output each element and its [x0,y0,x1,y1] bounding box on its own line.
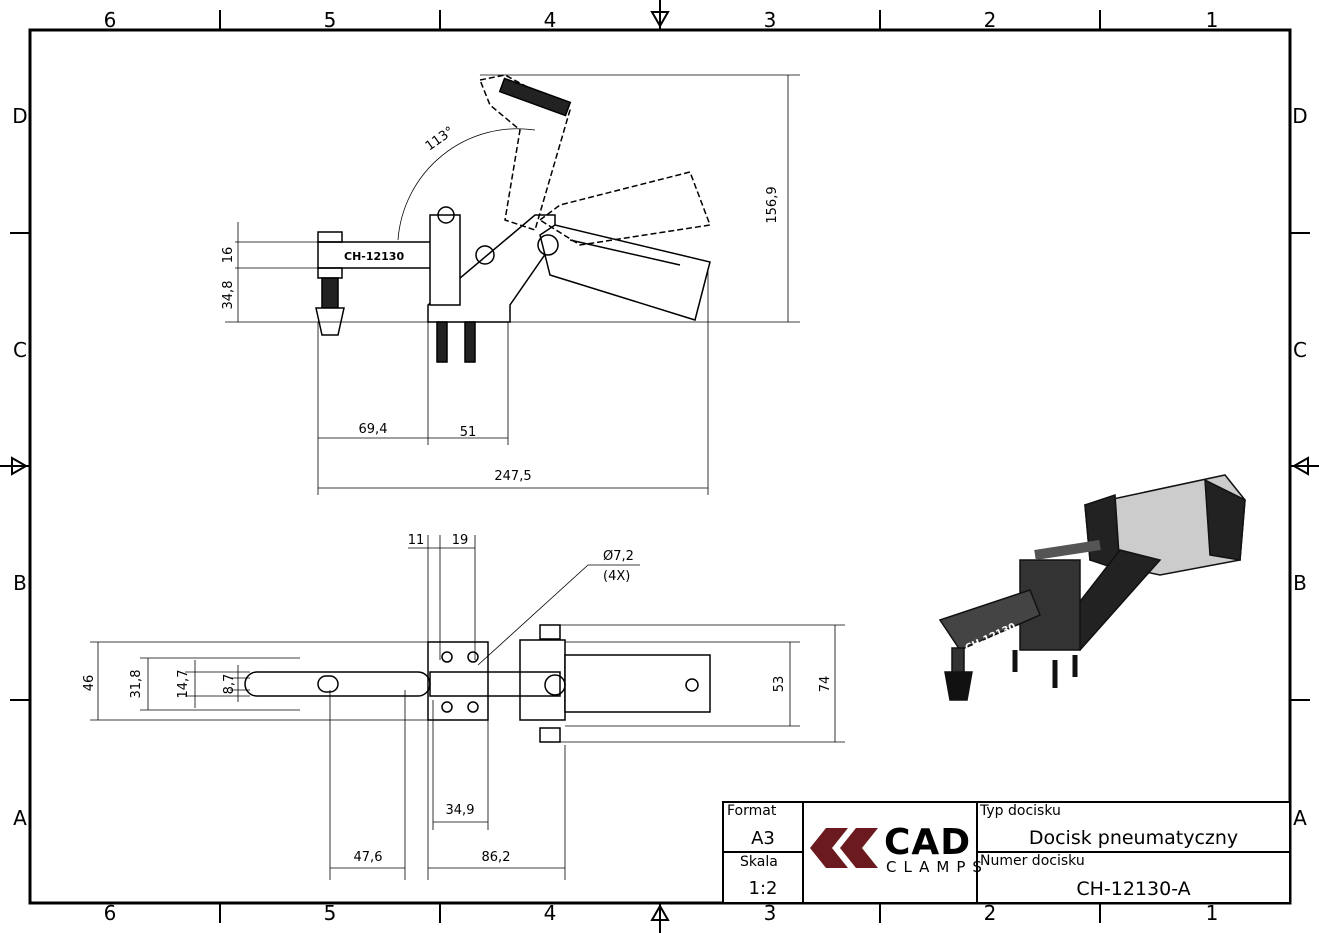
dim-8-7: 8,7 [222,674,237,695]
zone-row-left: B [13,571,27,595]
dim-74: 74 [818,676,833,693]
zone-column-bottom: 5 [324,901,337,925]
side-view-dims [225,74,800,495]
zone-row-left: A [13,806,27,830]
dim-11: 11 [408,533,425,548]
zone-column-bottom: 6 [104,901,117,925]
number-label: Numer docisku [980,853,1085,869]
logo-chevrons-icon [810,828,878,868]
number-value: CH-12130-A [1076,878,1191,900]
dim-53: 53 [772,676,787,693]
dim-34-9: 34,9 [446,803,475,818]
zone-row-right: B [1293,571,1307,595]
format-label: Format [727,803,777,819]
zone-row-left: D [12,104,27,128]
scale-value: 1:2 [748,878,778,899]
logo-sub-text: CLAMPS [886,858,989,876]
zone-column-top: 4 [544,8,557,32]
dim-overall-length: 247,5 [494,469,531,484]
zone-column-bottom: 1 [1206,901,1219,925]
dim-height-total: 156,9 [765,186,780,223]
zone-column-bottom: 3 [764,901,777,925]
zone-column-bottom: 4 [544,901,557,925]
zone-row-right: D [1292,104,1307,128]
zone-row-right: C [1293,338,1307,362]
drawing-frame [28,28,1292,905]
dim-19: 19 [452,533,469,548]
dim-base-offset: 69,4 [359,422,388,437]
angle-dimension: 113° [423,124,457,154]
zone-column-bottom: 2 [984,901,997,925]
scale-label: Skala [740,854,778,870]
zone-column-top: 6 [104,8,117,32]
type-label: Typ docisku [980,803,1061,819]
format-value: A3 [751,828,775,849]
logo-main-text: CAD [884,822,972,863]
zone-column-top: 5 [324,8,337,32]
type-value: Docisk pneumatyczny [1028,827,1239,849]
dim-arm-height: 34,8 [221,281,236,310]
dim-86-2: 86,2 [482,850,511,865]
dim-31-8: 31,8 [129,670,144,699]
part-label: CH-12130 [344,250,404,263]
dim-14-7: 14,7 [176,670,191,699]
dim-arm-thickness: 16 [221,247,236,264]
zone-column-top: 3 [764,8,777,32]
top-view-dims [90,535,845,880]
side-view [315,74,712,363]
zone-column-top: 2 [984,8,997,32]
dim-hole: Ø7,2 [603,549,634,564]
isometric-render [938,474,1246,701]
dim-hole-count: (4X) [603,569,630,584]
top-view [244,624,711,743]
dim-46: 46 [82,675,97,692]
zone-row-left: C [13,338,27,362]
cad-clamps-logo: CAD CLAMPS [806,822,982,882]
zone-row-right: A [1293,806,1307,830]
zone-column-top: 1 [1206,8,1219,32]
dim-base-width: 51 [460,425,477,440]
dim-47-6: 47,6 [354,850,383,865]
